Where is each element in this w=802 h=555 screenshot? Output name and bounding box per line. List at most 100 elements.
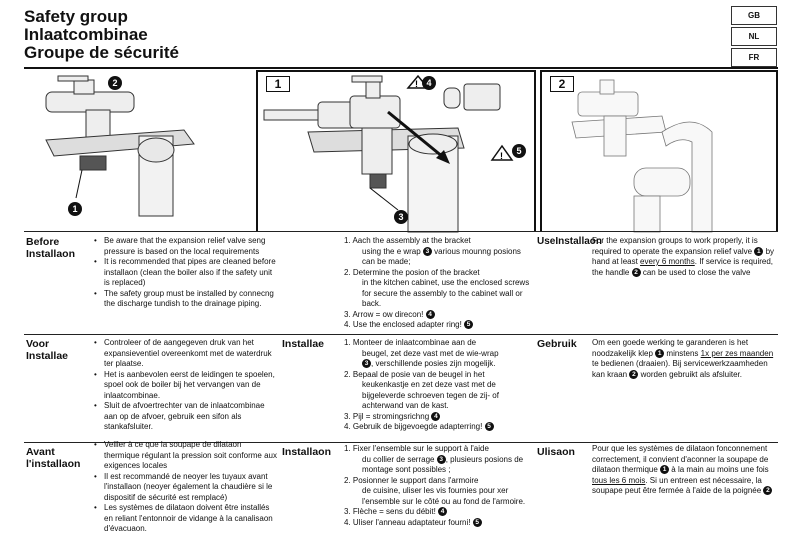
fr-bullet: Il est recommandé de neoyer les tuyaux a… <box>90 472 278 504</box>
fr-step: 4. Uliser l'anneau adaptateur fourni! 5 <box>344 518 532 529</box>
callout-1-icon: 1 <box>660 465 670 475</box>
callout-3-icon: 3 <box>436 454 446 464</box>
nl-step-text: 4. Gebruik de bijgevoegde adapterring! <box>344 422 483 431</box>
callout-4-icon: 4 <box>438 507 448 517</box>
gb-use-text-part: by hand at least <box>592 246 775 267</box>
gb-use-text-part: If service is required, the handle <box>592 257 774 277</box>
figure-2-panel: 2 <box>540 70 778 233</box>
gb-use-text: For the expansion groups to work properl… <box>592 236 775 277</box>
nl-step: 4. Gebruik de bijgevoegde adapterring! 5 <box>344 422 532 433</box>
fr-use-text: Pour que les systèmes de dilataon foncon… <box>592 444 782 497</box>
nl-before-list: Controleer of de aangegeven druk van het… <box>90 338 278 433</box>
callout-4-icon: 4 <box>431 411 441 421</box>
callout-3-icon: 3 <box>394 210 408 224</box>
svg-text:!: ! <box>415 79 418 89</box>
fr-install-steps: 1. Fixer l'ensemble sur le support à l'a… <box>344 444 532 528</box>
fr-step-text: 4. Uliser l'anneau adaptateur fourni! <box>344 517 471 527</box>
row-divider-nl-fr <box>24 442 778 443</box>
fr-step-text: 3. Flèche = sens du débit! <box>344 507 436 516</box>
fr-before-list: Veiller à ce que la soupape de dilataon … <box>90 440 278 535</box>
nl-step: 2. Bepaal de posie van de beugel in het <box>344 369 485 379</box>
callout-1-icon: 1 <box>68 202 82 216</box>
fr-use-text-part: . Si un entreen est nécessaire, la soupa… <box>592 475 762 496</box>
fr-bullet: Les systèmes de dilataon doivent être in… <box>90 503 278 535</box>
figure-1-panel: 1 ! ! 4 5 3 <box>256 70 536 233</box>
row-divider-gb-nl <box>24 334 778 335</box>
nl-use-text: Om een goede werking te garanderen is he… <box>592 338 782 380</box>
gb-step: 4. Use the enclosed adapter ring! 5 <box>344 320 532 331</box>
gb-before-heading: Before Installaon <box>26 236 76 260</box>
svg-text:!: ! <box>500 151 503 161</box>
gb-bullet: It is recommended that pipes are cleaned… <box>90 257 276 289</box>
callout-4-icon: 4 <box>422 76 436 90</box>
gb-step-text: various mounng posions can be made; <box>362 246 521 267</box>
nl-step-text: 3. Pijl = stromingsrichng <box>344 411 430 421</box>
fr-use-heading: Ulisaon <box>537 446 575 458</box>
fr-use-text-part: Pour que les systèmes de dilataon foncon… <box>592 444 769 474</box>
fr-step-cont: de cuisine, uliser les vis fournies pour… <box>362 486 526 506</box>
gb-bullet: The safety group must be installed by co… <box>90 289 276 310</box>
lang-tab-nl[interactable]: NL <box>731 27 777 46</box>
fr-step-text: , plusieurs posions de montage sont poss… <box>362 454 524 475</box>
nl-step-cont: keukenkastje en zet deze vast met de bij… <box>362 380 499 410</box>
gb-use-text-part: can be used to close the valve <box>642 267 751 277</box>
gb-step-cont: using the e wrap 3 various mounng posion… <box>344 247 532 268</box>
nl-bullet: Sluit de afvoertrechter van de inlaatcom… <box>90 401 278 433</box>
callout-5-icon: 5 <box>484 422 494 432</box>
gb-before-list: Be aware that the expansion relief valve… <box>90 236 276 310</box>
nl-use-emphasis: 1x per zes maanden <box>700 348 774 358</box>
gb-bullet: Be aware that the expansion relief valve… <box>90 236 276 257</box>
title-fr: Groupe de sécurité <box>24 43 179 62</box>
gb-step-text: using the e wrap <box>362 246 421 256</box>
nl-use-text-part: worden gebruikt als afsluiter. <box>640 369 742 379</box>
gb-step: 2. Determine the posion of the bracket <box>344 267 480 277</box>
gb-use-text-part: For the expansion groups to work properl… <box>592 236 758 256</box>
callout-2-icon: 2 <box>108 76 122 90</box>
callout-3-icon: 3 <box>422 246 432 256</box>
nl-bullet: Het is aanbevolen eerst de leidingen te … <box>90 370 278 402</box>
overview-illustration <box>45 75 195 217</box>
nl-use-text-part: te bedienen (draaien). Bij servicewerkza… <box>592 359 768 379</box>
nl-step: 3. Pijl = stromingsrichng 4 <box>344 412 532 423</box>
fr-use-text-part: à la main au moins une fois <box>671 465 769 474</box>
title-en: Safety group <box>24 7 128 26</box>
callout-2-icon: 2 <box>631 267 641 277</box>
nl-before-heading: Voor Installae <box>26 338 69 362</box>
gb-install-steps: 1. Aach the assembly at the bracket usin… <box>344 236 532 331</box>
gb-use-heading: UseInstallaon <box>537 236 603 247</box>
nl-step-cont: beugel, zet deze vast met de wie-wrap <box>362 348 499 358</box>
nl-step-text: , verschillende posies zijn mogelijk. <box>371 359 496 368</box>
figure-2-illustration <box>571 79 713 233</box>
lang-tab-gb[interactable]: GB <box>731 6 777 25</box>
title-nl: Inlaatcombinae <box>24 25 148 44</box>
nl-use-heading: Gebruik <box>537 338 577 350</box>
callout-1-icon: 1 <box>655 348 665 358</box>
callout-5-icon: 5 <box>472 517 482 527</box>
fr-step-text: du collier de serrage <box>362 454 435 464</box>
lang-tab-fr[interactable]: FR <box>731 48 777 67</box>
nl-install-heading: Installae <box>282 338 325 350</box>
nl-bullet: Controleer of de aangegeven druk van het… <box>90 338 278 370</box>
nl-use-text-part: minstens <box>666 348 699 358</box>
fr-step: 1. Fixer l'ensemble sur le support à l'a… <box>344 444 489 453</box>
nl-use-text-part: Om een goede werking te garanderen is he… <box>592 338 749 358</box>
fr-step: 3. Flèche = sens du débit! 4 <box>344 507 532 518</box>
callout-2-icon: 2 <box>763 486 773 496</box>
gb-step-cont: in the kitchen cabinet, use the enclosed… <box>362 278 530 308</box>
fr-use-emphasis: tous les 6 mois <box>592 475 646 485</box>
nl-step: 1. Monteer de inlaatcombinae aan de <box>344 338 477 347</box>
fr-before-heading: Avant l'installaon <box>26 446 81 470</box>
callout-1-icon: 1 <box>754 246 764 256</box>
callout-5-icon: 5 <box>464 320 474 330</box>
gb-step: 3. Arrow = ow direcon! 4 <box>344 310 532 321</box>
callout-2-icon: 2 <box>629 369 639 379</box>
gb-step: 1. Aach the assembly at the bracket <box>344 236 471 245</box>
figure-1-label: 1 <box>266 76 290 92</box>
gb-step-text: 3. Arrow = ow direcon! <box>344 309 424 319</box>
fr-step: 2. Posionner le support dans l'armoire <box>344 475 479 485</box>
callout-5-icon: 5 <box>512 144 526 158</box>
callout-3-icon: 3 <box>362 359 371 369</box>
fr-install-heading: Installaon <box>282 446 332 458</box>
callout-4-icon: 4 <box>425 309 435 319</box>
